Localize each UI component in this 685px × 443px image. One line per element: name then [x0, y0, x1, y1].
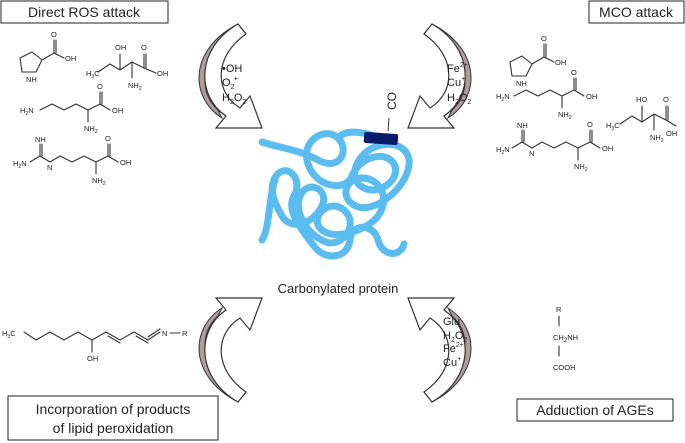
reagents-mco: Fe2+ Cu+ H2O2 [447, 62, 471, 106]
molecule-arginine-right: NH H2N N NH2 O OH [496, 120, 613, 173]
svg-text:OH: OH [120, 158, 131, 167]
reagent-cu: Cu+ [443, 356, 461, 369]
label-h3c: H3C [86, 69, 100, 80]
svg-text:OH: OH [112, 106, 123, 115]
svg-text:OH: OH [157, 69, 168, 78]
molecule-lysine-left: H2N NH2 O OH [20, 82, 123, 135]
svg-text:HO: HO [636, 95, 647, 104]
box-lipid-label-2: of lipid peroxidation [53, 420, 174, 436]
svg-text:O: O [587, 120, 593, 129]
label-h2n: H2N [496, 92, 510, 103]
reagent-superoxide: O2•- [222, 76, 240, 91]
svg-text:N: N [529, 149, 534, 158]
svg-text:O: O [105, 134, 111, 143]
label-h3c: H3C [2, 329, 16, 340]
box-ages: Adduction of AGEs [516, 398, 674, 422]
reagent-fe: Fe2+ [447, 62, 468, 75]
label-h2n: H2N [13, 159, 27, 170]
label-nh2: NH2 [574, 162, 588, 173]
label-h3c: H3C [606, 121, 620, 132]
arrow-lipid [198, 297, 263, 403]
svg-text:O: O [97, 82, 103, 91]
arrow-mco [407, 23, 472, 129]
molecule-threonine-right: HO H3C NH2 O OH [606, 95, 677, 144]
molecule-arginine-left: NH H2N N NH2 O OH [13, 134, 131, 187]
protein-strand [258, 130, 413, 260]
carbonyl-marker [363, 131, 399, 146]
label-h2n: H2N [496, 145, 510, 156]
svg-text:N: N [47, 163, 52, 172]
arrow-direct-ros [198, 23, 263, 129]
box-lipid: Incorporation of products of lipid perox… [7, 395, 219, 441]
svg-text:O: O [663, 95, 669, 104]
svg-text:NH: NH [26, 75, 37, 84]
molecule-threonine-left: OH H3C NH2 O OH [86, 43, 168, 92]
label-h2n: H2N [20, 106, 34, 117]
reagent-h2o2: H2O2 [222, 92, 246, 106]
carbonyl-bond [387, 117, 390, 132]
box-direct-ros-label: Direct ROS attack [28, 4, 141, 20]
svg-text:O: O [141, 43, 147, 52]
protein-strand-left-tail [258, 172, 280, 244]
molecule-lipid-product: H3C OH N R [2, 328, 188, 363]
box-direct-ros: Direct ROS attack [0, 0, 169, 24]
svg-text:O: O [51, 30, 57, 39]
svg-text:R: R [182, 329, 188, 338]
svg-text:NH: NH [517, 121, 528, 130]
svg-text:COOH: COOH [553, 363, 576, 372]
svg-text:OH: OH [115, 43, 126, 52]
reagents-ros: •OH O2•- H2O2 [222, 63, 246, 106]
svg-text:OH: OH [87, 354, 98, 363]
box-ages-label: Adduction of AGEs [536, 402, 654, 418]
box-mco: MCO attack [588, 0, 685, 24]
reagent-fe: Fe2+ [443, 342, 464, 355]
svg-text:OH: OH [666, 129, 677, 138]
protein-label: Carbonylated protein [278, 281, 399, 296]
svg-text:OH: OH [602, 144, 613, 153]
reagent-h2o2: H2O2 [443, 330, 467, 344]
svg-text:OH: OH [555, 58, 566, 67]
svg-text:R: R [556, 305, 562, 314]
reagents-ages: Glu H2O2 Fe2+ Cu+ [443, 316, 467, 369]
svg-text:O: O [541, 34, 547, 43]
reagent-oh: •OH [222, 63, 242, 75]
label-nh2: NH2 [650, 133, 664, 144]
svg-text:O: O [571, 68, 577, 77]
box-mco-label: MCO attack [599, 4, 674, 20]
box-lipid-label-1: Incorporation of products [36, 401, 191, 417]
label-ch2nh: CH2NH [553, 333, 578, 344]
label-nh2: NH2 [92, 176, 106, 187]
reagent-cu: Cu+ [447, 76, 465, 89]
molecule-lysine-right: H2N NH2 O OH [496, 68, 597, 121]
molecule-proline-left: NH O OH [19, 30, 76, 84]
label-nh2: NH2 [558, 110, 572, 121]
carbonyl-label: CO [385, 92, 399, 110]
svg-text:NH: NH [516, 79, 527, 88]
svg-text:OH: OH [586, 92, 597, 101]
molecule-age-adduct: R CH2NH COOH [553, 305, 578, 372]
arrow-ages [407, 297, 472, 403]
reagent-glu: Glu [443, 316, 460, 328]
molecule-proline-right: NH O OH [509, 34, 566, 88]
label-nh2: NH2 [84, 124, 98, 135]
protein-coil [258, 128, 413, 260]
svg-text:OH: OH [65, 54, 76, 63]
reagent-h2o2: H2O2 [447, 92, 471, 106]
svg-text:NH: NH [35, 135, 46, 144]
label-nh2: NH2 [128, 81, 142, 92]
svg-text:N: N [162, 329, 167, 338]
